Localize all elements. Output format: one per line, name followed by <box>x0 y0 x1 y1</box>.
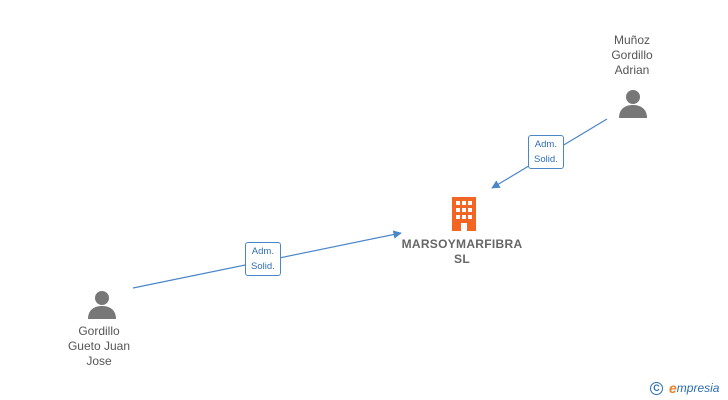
brand-logo-rest: mpresia <box>676 381 720 395</box>
edge-label-gordillo[interactable]: Adm. Solid. <box>245 242 281 276</box>
person-name-line: Muñoz <box>613 33 651 47</box>
person-name-line: Jose <box>86 354 112 368</box>
edge-label-munoz[interactable]: Adm. Solid. <box>528 135 564 169</box>
building-icon[interactable] <box>448 196 480 232</box>
company-name-line1: MARSOYMARFIBRA <box>401 237 523 251</box>
person-name-line: Gordillo <box>78 324 120 338</box>
person-name-line: Adrian <box>614 63 650 77</box>
brand-logo[interactable]: C e mpresia <box>650 380 719 396</box>
edge-label-line1: Adm. <box>534 139 557 150</box>
edge-label-line2: Solid. <box>534 154 558 165</box>
company-name-line2: SL <box>454 252 470 266</box>
person-label-gordillo[interactable]: Gordillo Gueto Juan Jose <box>54 324 144 369</box>
edge-label-line1: Adm. <box>251 246 274 257</box>
company-label[interactable]: MARSOYMARFIBRA SL <box>392 237 532 267</box>
brand-logo-first: e <box>669 380 677 396</box>
edge-label-line2: Solid. <box>251 261 275 272</box>
person-icon[interactable] <box>86 289 118 321</box>
person-name-line: Gueto Juan <box>67 339 131 353</box>
person-label-munoz[interactable]: Muñoz Gordillo Adrian <box>592 33 672 78</box>
copyright-icon: C <box>650 381 663 395</box>
person-icon[interactable] <box>617 88 649 120</box>
person-name-line: Gordillo <box>611 48 653 62</box>
